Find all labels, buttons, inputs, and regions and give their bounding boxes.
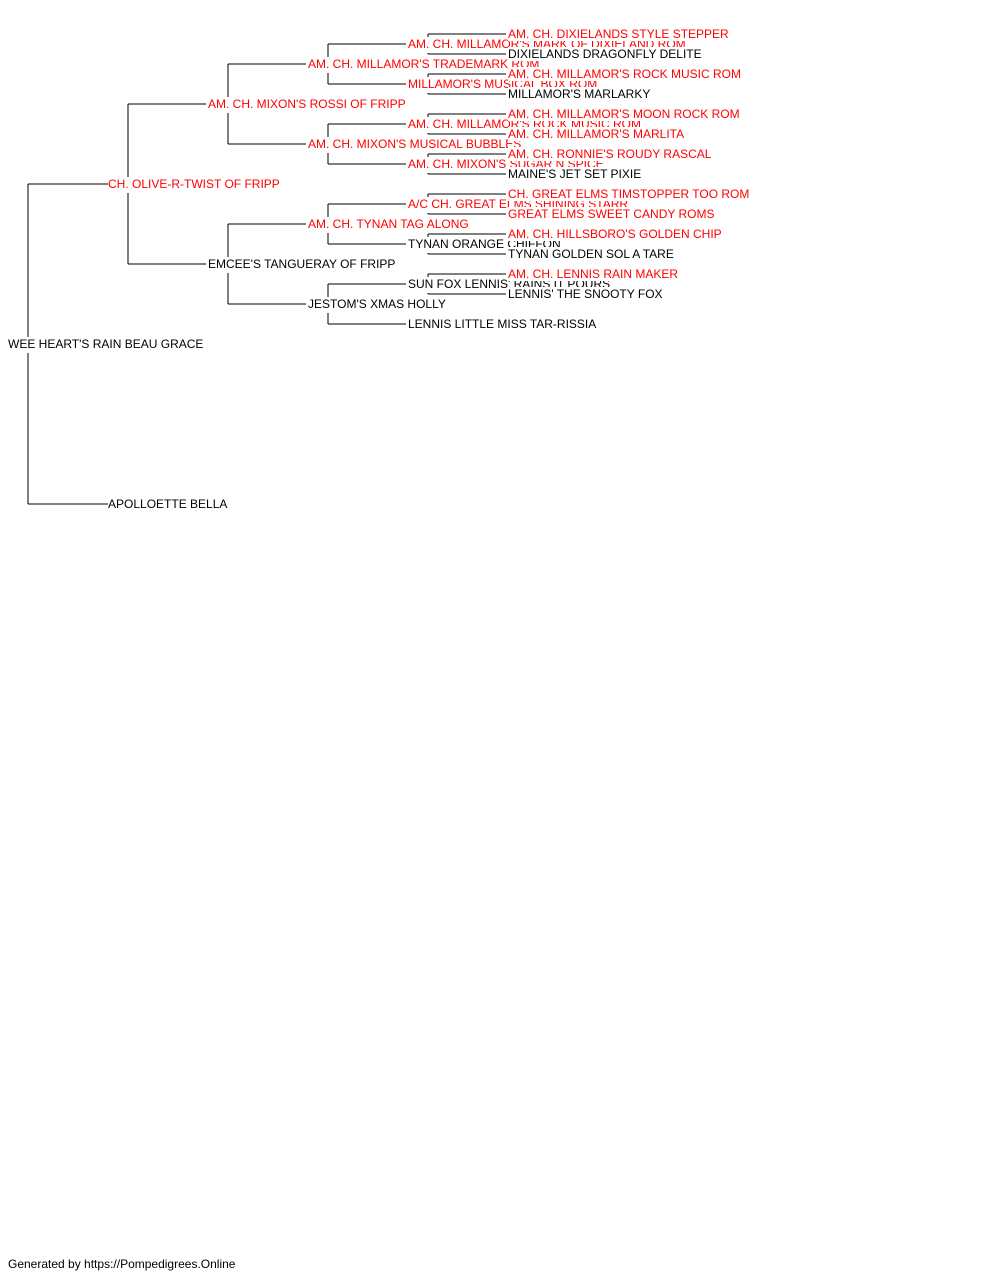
pedigree-entry-gen-1: APOLLOETTE BELLA [108, 497, 230, 511]
pedigree-entry-gen-5: AM. CH. DIXIELANDS STYLE STEPPER [508, 27, 731, 41]
pedigree-entry-gen-5: CH. GREAT ELMS TIMSTOPPER TOO ROM [508, 187, 752, 201]
pedigree-entry-gen-5: LENNIS' THE SNOOTY FOX [508, 287, 665, 301]
footer-credit: Generated by https://Pompedigrees.Online [8, 1257, 236, 1271]
pedigree-entry-gen-2: EMCEE'S TANGUERAY OF FRIPP [208, 257, 398, 271]
pedigree-entry-gen-5: TYNAN GOLDEN SOL A TARE [508, 247, 676, 261]
pedigree-entry-gen-3: JESTOM'S XMAS HOLLY [308, 297, 448, 311]
pedigree-entry-gen-5: AM. CH. RONNIE'S ROUDY RASCAL [508, 147, 714, 161]
pedigree-entry-gen-4: LENNIS LITTLE MISS TAR-RISSIA [408, 317, 599, 331]
pedigree-entry-gen-5: AM. CH. HILLSBORO'S GOLDEN CHIP [508, 227, 724, 241]
pedigree-entry-gen-5: AM. CH. LENNIS RAIN MAKER [508, 267, 681, 281]
pedigree-entry-gen-3: AM. CH. MIXON'S MUSICAL BUBBLES [308, 137, 524, 151]
pedigree-entry-gen-3: AM. CH. TYNAN TAG ALONG [308, 217, 471, 231]
pedigree-entry-gen-5: DIXIELANDS DRAGONFLY DELITE [508, 47, 704, 61]
pedigree-entry-gen-5: AM. CH. MILLAMOR'S ROCK MUSIC ROM [508, 67, 743, 81]
pedigree-subject: WEE HEART'S RAIN BEAU GRACE [8, 337, 206, 351]
pedigree-entry-gen-5: GREAT ELMS SWEET CANDY ROMS [508, 207, 717, 221]
pedigree-entry-gen-5: MAINE'S JET SET PIXIE [508, 167, 644, 181]
pedigree-entry-gen-5: AM. CH. MILLAMOR'S MARLITA [508, 127, 687, 141]
pedigree-entry-gen-2: AM. CH. MIXON'S ROSSI OF FRIPP [208, 97, 408, 111]
pedigree-entry-gen-5: AM. CH. MILLAMOR'S MOON ROCK ROM [508, 107, 742, 121]
pedigree-entry-gen-3: AM. CH. MILLAMOR'S TRADEMARK ROM [308, 57, 542, 71]
pedigree-entry-gen-5: MILLAMOR'S MARLARKY [508, 87, 653, 101]
pedigree-entry-gen-1: CH. OLIVE-R-TWIST OF FRIPP [108, 177, 282, 191]
